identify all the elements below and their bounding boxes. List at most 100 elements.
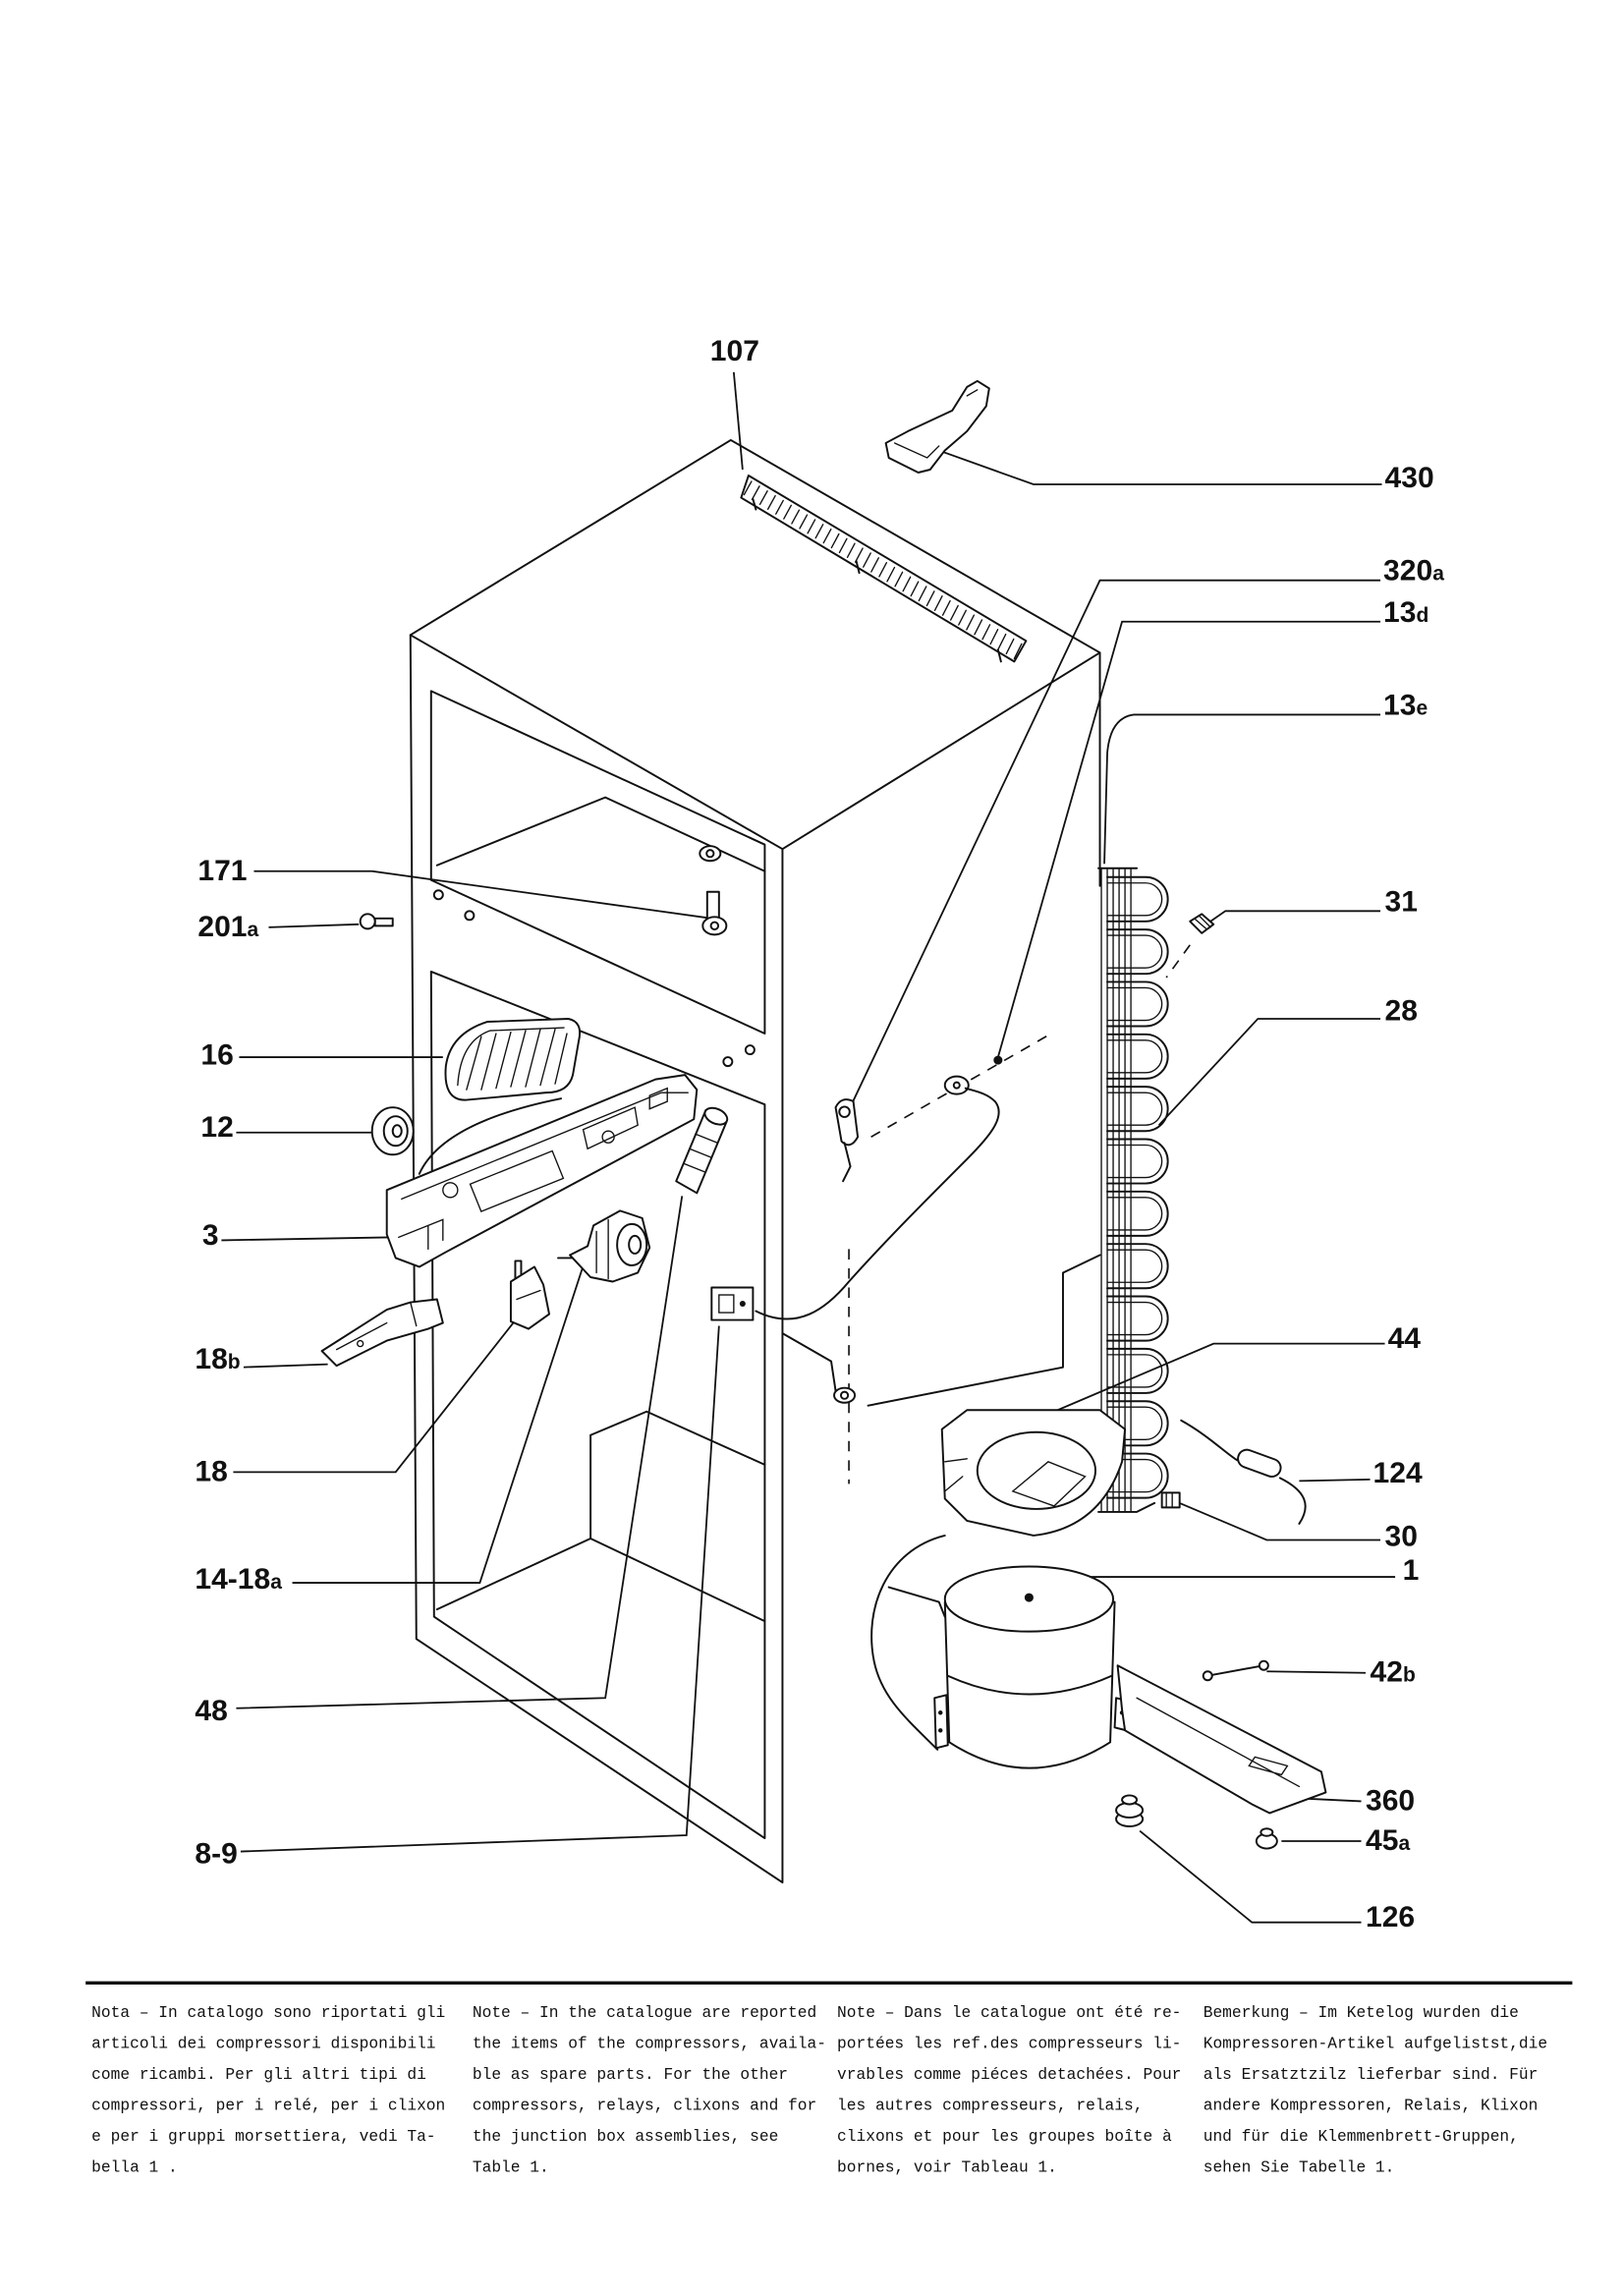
leader-31 <box>1205 910 1381 925</box>
fridge-opening <box>429 970 766 1840</box>
leader-201a <box>268 923 360 928</box>
note-line: als Ersatztzilz lieferbar sind. Für <box>1204 2065 1539 2084</box>
note-line: Kompressoren-Artikel aufgelistst,die <box>1204 2034 1547 2052</box>
note-line: the items of the compressors, availa- <box>473 2034 826 2052</box>
leader-48 <box>236 1196 684 1709</box>
callout-3: 3 <box>202 1219 219 1252</box>
part-18-bracket <box>509 1260 550 1330</box>
grill-slat <box>933 595 943 611</box>
grill-slat <box>966 614 976 631</box>
condenser-loop <box>1106 1033 1169 1080</box>
callout-28: 28 <box>1385 995 1418 1028</box>
grill-slat <box>775 499 784 515</box>
part-360-base-plate <box>1116 1664 1327 1815</box>
condenser-loop <box>1106 875 1169 923</box>
part-3-control-housing <box>385 1074 699 1268</box>
condenser-loop-inner <box>1106 1301 1163 1336</box>
leader-320a <box>845 579 1381 1117</box>
leader-124 <box>1299 1478 1371 1483</box>
grill-slat <box>846 542 856 558</box>
compressor-pipe <box>870 1534 946 1751</box>
condenser-loop <box>1106 980 1169 1028</box>
compressor-recess <box>781 1254 1101 1407</box>
part-12-knob <box>370 1106 415 1156</box>
part-28-condenser <box>1097 867 1169 1513</box>
callout-320a: 320a <box>1383 555 1444 588</box>
part-31-clip <box>1189 913 1215 934</box>
condenser-loop-inner <box>1106 1458 1163 1493</box>
callout-201a: 201a <box>197 911 258 943</box>
grill-slat <box>822 528 832 544</box>
part-44-drip-tray <box>940 1409 1127 1537</box>
grill-slat <box>814 524 824 539</box>
note-italian: Nota – In catalogo sono riportati gli ar… <box>91 2003 445 2177</box>
grill-slat <box>958 609 967 626</box>
callout-1: 1 <box>1403 1554 1420 1587</box>
part-8-9-connector <box>710 1286 755 1321</box>
grill-slats <box>743 480 1023 660</box>
note-line: bella 1 . <box>91 2158 178 2177</box>
leader-13e <box>1103 713 1381 865</box>
callout-13d: 13d <box>1383 596 1428 629</box>
leader-13d <box>996 620 1381 1058</box>
callout-14-18a: 14-18a <box>195 1563 282 1596</box>
mounting-hole <box>464 910 476 922</box>
grill-slat <box>902 576 912 592</box>
callout-8-9: 8-9 <box>195 1838 237 1871</box>
note-line: the junction box assemblies, see <box>473 2127 778 2146</box>
note-line: Nota – In catalogo sono riportati gli <box>91 2003 445 2022</box>
mounting-hole <box>722 1056 734 1068</box>
part-430-handle <box>884 379 990 474</box>
freezer-opening <box>429 690 766 1036</box>
condenser-loop-inner <box>1106 986 1163 1022</box>
part-48-lamp-holder <box>675 1106 729 1195</box>
leader-171 <box>253 869 712 920</box>
callout-18b: 18b <box>195 1343 240 1375</box>
leader-28 <box>1157 1018 1381 1126</box>
condenser-loop <box>1106 1295 1169 1342</box>
grill-slat <box>743 480 753 496</box>
leader-107 <box>732 371 744 471</box>
condenser-loop <box>1106 1138 1169 1185</box>
grill-slat <box>910 581 920 597</box>
grill-slat <box>783 504 793 520</box>
note-line: articoli dei compressori disponibili <box>91 2034 435 2052</box>
note-line: come ricambi. Per gli altri tipi di <box>91 2065 426 2084</box>
callout-126: 126 <box>1366 1901 1415 1933</box>
note-line: Table 1. <box>473 2158 549 2177</box>
note-french: Note – Dans le catalogue ont été re- por… <box>837 2003 1181 2177</box>
callout-48: 48 <box>195 1695 227 1727</box>
part-1-compressor <box>933 1565 1130 1769</box>
grill-slat <box>878 561 888 578</box>
compressor-pipe-short <box>887 1586 946 1618</box>
note-line: bornes, voir Tableau 1. <box>837 2158 1057 2177</box>
leader-18b <box>243 1363 328 1369</box>
grill-slat <box>751 485 760 501</box>
part-18b-lever <box>320 1298 444 1368</box>
part-42b-bracket <box>1202 1659 1269 1682</box>
note-line: sehen Sie Tabelle 1. <box>1204 2158 1395 2177</box>
part-45a-foot <box>1255 1827 1278 1850</box>
grill-slat <box>830 532 840 549</box>
note-line: Note – In the catalogue are reported <box>473 2003 816 2022</box>
condenser-loop <box>1106 1243 1169 1290</box>
condenser-header <box>1097 867 1156 1513</box>
grill-slat <box>766 494 776 510</box>
grill-slat <box>974 619 983 636</box>
grill-slat <box>925 590 935 607</box>
leader-30 <box>1179 1502 1381 1541</box>
note-line: compressors, relays, clixons and for <box>473 2097 816 2115</box>
grill-slat <box>863 552 871 568</box>
part-201a-screw <box>359 913 394 930</box>
callout-171: 171 <box>197 855 247 887</box>
part-14-18a-thermostat <box>557 1209 651 1283</box>
part-107-top-grill <box>740 475 1028 663</box>
part-30-clip <box>1160 1491 1181 1509</box>
note-english: Note – In the catalogue are reported the… <box>473 2003 826 2177</box>
note-line: portées les ref.des compresseurs li- <box>837 2034 1181 2052</box>
grill-slat <box>799 514 809 530</box>
leader-8-9 <box>240 1325 720 1853</box>
grill-slat <box>838 537 848 554</box>
leader-430 <box>933 448 1382 485</box>
